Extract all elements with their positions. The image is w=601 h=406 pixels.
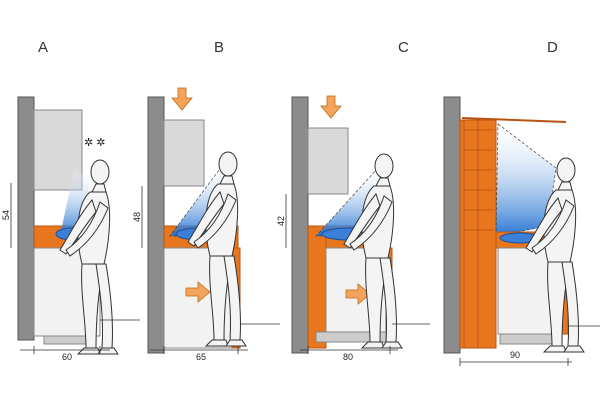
height-dim-label: 42 [276, 216, 286, 226]
panel-c: C 80 42 [276, 39, 430, 362]
right-arrow [185, 281, 211, 303]
panel-b: B 65 48 [132, 39, 280, 362]
down-arrow [320, 95, 342, 119]
upper-cabinet [307, 127, 349, 195]
width-dim-label: 80 [343, 352, 353, 362]
right-arrow [345, 283, 371, 305]
width-dim-label: 90 [510, 350, 520, 360]
wall [147, 96, 165, 354]
panel-d-label: D [547, 39, 558, 56]
width-dim-label: 60 [62, 352, 72, 362]
wall [443, 96, 461, 354]
panel-d: D 90 [443, 39, 600, 366]
height-dim-label: 48 [132, 212, 142, 222]
down-arrow [171, 87, 193, 111]
range-hood-rail [461, 117, 567, 123]
filler-panel [307, 225, 327, 349]
panel-a: A ✲ ✲ 60 54 [1, 39, 140, 362]
wall [291, 96, 309, 354]
panel-a-label: A [38, 39, 48, 56]
discomfort-icon: ✲ ✲ [84, 137, 106, 149]
tall-cabinet-shelves [463, 120, 494, 348]
height-dim-label: 54 [1, 210, 11, 220]
upper-cabinet [163, 119, 205, 187]
panel-b-label: B [214, 39, 224, 56]
panel-c-label: C [398, 39, 409, 56]
width-dim-label: 65 [196, 352, 206, 362]
wall [17, 96, 35, 341]
